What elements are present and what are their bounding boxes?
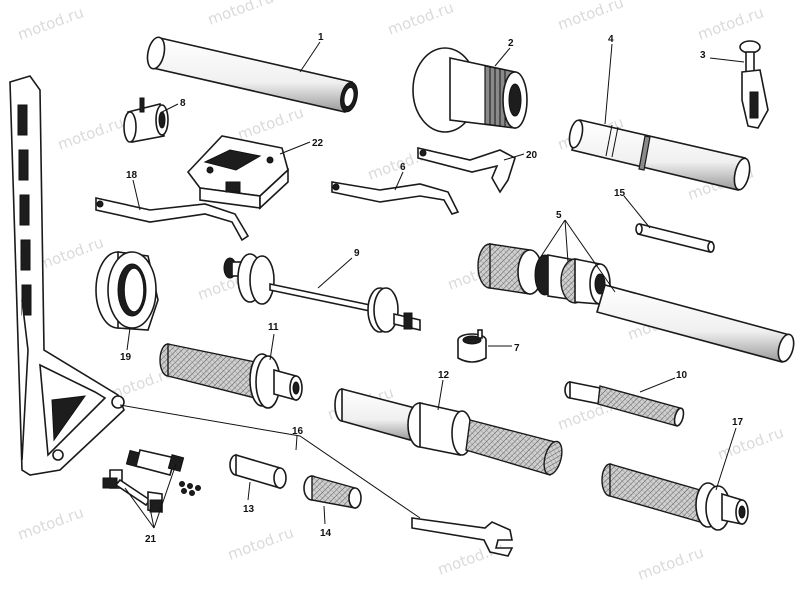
part-7-cup: [457, 329, 487, 363]
label-21: 21: [145, 534, 157, 545]
part-14-knurled-sleeve: [303, 475, 362, 509]
watermark: motod.ru: [635, 543, 706, 583]
label-4: 4: [608, 34, 614, 45]
label-10: 10: [676, 370, 688, 381]
label-1: 1: [318, 32, 324, 43]
label-6: 6: [400, 162, 406, 173]
label-9: 9: [354, 248, 360, 259]
part-4-stepped-shaft: [568, 119, 751, 191]
part-3-pin-tool: [739, 40, 769, 129]
watermark: motod.ru: [695, 3, 766, 43]
part-2-flanged-sleeve: [412, 47, 528, 133]
part-18-hook-spanner: [95, 197, 250, 242]
label-5: 5: [556, 210, 562, 221]
watermark: motod.ru: [235, 103, 306, 143]
watermark: motod.ru: [205, 0, 276, 29]
watermark: motod.ru: [55, 113, 126, 153]
part-17-driver: [601, 463, 749, 531]
label-18: 18: [126, 170, 138, 181]
label-15: 15: [614, 188, 626, 199]
watermark: motod.ru: [715, 423, 786, 463]
part-21-small-parts: [102, 449, 201, 513]
part-6-hook-spanner: [331, 181, 460, 215]
label-17: 17: [732, 417, 744, 428]
part-8-pin-sleeve: [123, 97, 169, 143]
part-20-c-spanner: [417, 146, 516, 194]
part-1-tube: [146, 36, 358, 113]
part-5-puller-assembly: [477, 243, 795, 363]
label-7: 7: [514, 343, 520, 354]
label-2: 2: [508, 38, 514, 49]
watermark: motod.ru: [555, 0, 626, 34]
watermark: motod.ru: [15, 3, 86, 43]
label-8: 8: [180, 98, 186, 109]
label-3: 3: [700, 50, 706, 61]
label-13: 13: [243, 504, 255, 515]
label-14: 14: [320, 528, 332, 539]
part-10-knurled-pin: [564, 381, 685, 427]
leader-lines: [119, 41, 745, 529]
label-16: 16: [292, 426, 304, 437]
watermark: motod.ru: [225, 523, 296, 563]
part-16-wrench: [411, 517, 514, 557]
part-9-puller-rod: [223, 253, 421, 333]
label-22: 22: [312, 138, 324, 149]
watermark: motod.ru: [35, 233, 106, 273]
part-11-driver: [159, 343, 303, 409]
watermark: motod.ru: [15, 503, 86, 543]
label-12: 12: [438, 370, 450, 381]
label-19: 19: [120, 352, 132, 363]
label-11: 11: [268, 322, 279, 333]
support-arm-part: [9, 75, 125, 476]
part-labels: 1 2 3 4 5 6 7 8 9 10 11 12 13 14 15 16 1…: [120, 32, 744, 545]
part-13-sleeve: [229, 453, 287, 490]
part-22-block-tool: [186, 135, 289, 210]
part-19-ring: [95, 251, 159, 331]
watermark: motod.ru: [385, 0, 456, 39]
label-20: 20: [526, 150, 538, 161]
part-12-long-shaft: [334, 387, 563, 476]
part-15-pin: [635, 223, 715, 253]
